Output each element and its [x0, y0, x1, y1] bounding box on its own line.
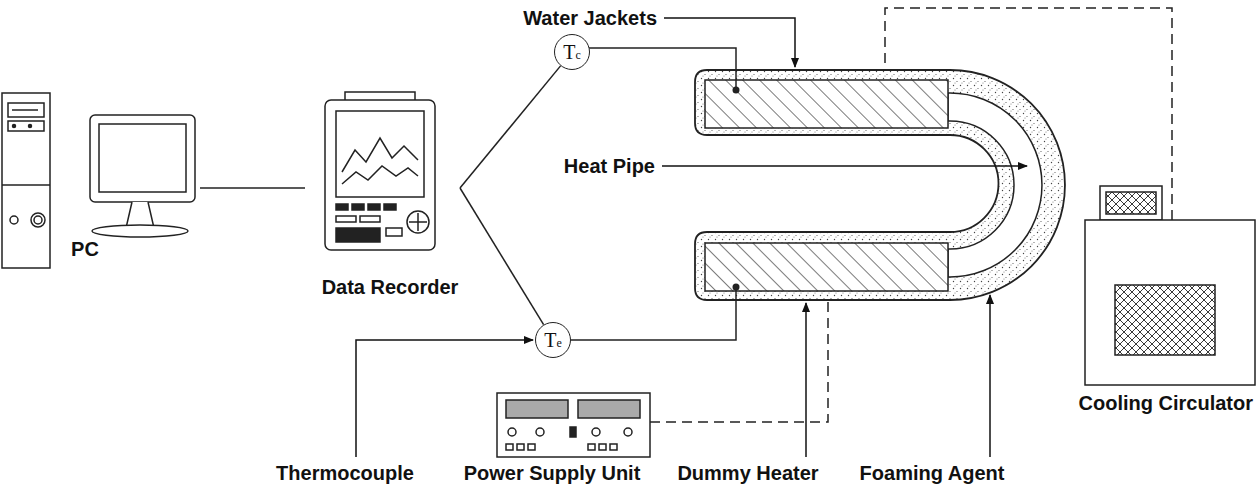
- monitor-stand: [126, 202, 154, 228]
- device-label: Data Recorder: [322, 276, 459, 298]
- circulator-grille: [1115, 285, 1215, 355]
- drive-bay: [8, 121, 44, 131]
- thermocouple-junction: [733, 284, 740, 291]
- cooling-circulator-illustration: [1085, 186, 1255, 385]
- trace: [342, 138, 418, 172]
- data-recorder-illustration: [325, 92, 435, 250]
- part-label: Foaming Agent: [860, 462, 1005, 484]
- recorder-dial: [407, 211, 429, 233]
- thermocouple-label: Te: [544, 330, 562, 350]
- recorder-screen: [336, 111, 424, 197]
- part-label: Power Supply Unit: [464, 462, 641, 484]
- terminal: [528, 444, 535, 450]
- circulator-top-box: [1100, 186, 1162, 220]
- recorder-key: [368, 204, 380, 210]
- power-button: [31, 213, 45, 227]
- dummy-heater: [705, 243, 948, 291]
- switch: [570, 427, 576, 437]
- signal-wire: [460, 188, 544, 325]
- power-supply-illustration: [497, 393, 650, 457]
- recorder-key: [386, 228, 402, 236]
- drive-bay: [8, 103, 44, 117]
- circulator-body: [1085, 220, 1255, 385]
- pc-device: PC: [0, 90, 200, 262]
- leader-line: [805, 303, 807, 457]
- power-supply-body: [497, 393, 650, 457]
- panel-line: [2, 184, 50, 186]
- recorder-key: [352, 204, 364, 210]
- terminal: [506, 444, 513, 450]
- leader-line: [664, 18, 795, 67]
- display: [578, 400, 640, 418]
- leader-line: [989, 295, 991, 457]
- led: [29, 125, 32, 128]
- part-label: Dummy Heater: [677, 462, 818, 484]
- part-label: Heat Pipe: [564, 155, 655, 177]
- recorder-handle: [345, 92, 415, 100]
- terminal: [599, 444, 606, 450]
- pc-tower: [2, 93, 50, 268]
- thermocouple-circle: Tc: [554, 34, 590, 70]
- pc-button: [10, 216, 18, 224]
- recorder-body: [325, 100, 435, 250]
- thermocouple-wire: [589, 48, 736, 88]
- foaming-agent: [695, 70, 1065, 300]
- part-label: Thermocouple: [276, 462, 414, 484]
- thermocouple-junction: [733, 87, 740, 94]
- device-label: PC: [71, 238, 99, 260]
- terminal: [517, 444, 524, 450]
- thermocouple-label: Tc: [563, 42, 581, 62]
- power-button: [34, 216, 42, 224]
- heat-pipe: [948, 93, 1042, 277]
- drive-slot: [12, 109, 38, 111]
- part-label: Water Jackets: [523, 7, 657, 29]
- circulator-grille: [1106, 192, 1156, 214]
- monitor: [90, 115, 195, 202]
- thermocouple-wire: [571, 290, 736, 340]
- knob: [508, 428, 516, 436]
- power-cable: [650, 300, 828, 422]
- knob: [536, 428, 544, 436]
- part-label: Cooling Circulator: [1079, 392, 1253, 414]
- led: [13, 125, 16, 128]
- leader-line: [662, 165, 1027, 167]
- data-recorder-device: Data Recorder: [305, 92, 460, 300]
- knob: [624, 428, 632, 436]
- pc-illustration: [2, 93, 195, 268]
- recorder-key: [360, 216, 380, 222]
- coolant-line: [885, 8, 1172, 220]
- monitor-base: [92, 225, 188, 237]
- recorder-key: [384, 204, 396, 210]
- terminal: [610, 444, 617, 450]
- knob: [592, 428, 600, 436]
- display: [506, 400, 568, 418]
- signal-wire: [200, 187, 305, 189]
- terminal: [588, 444, 595, 450]
- thermocouple-circle: Te: [535, 322, 571, 358]
- trace: [342, 166, 418, 184]
- recorder-key: [336, 204, 348, 210]
- monitor-screen: [99, 124, 186, 192]
- water-jacket: [705, 80, 948, 128]
- recorder-dial-cross: [409, 213, 427, 231]
- recorder-key: [336, 216, 356, 222]
- recorder-keypad: [336, 228, 380, 242]
- signal-wire: [460, 66, 561, 188]
